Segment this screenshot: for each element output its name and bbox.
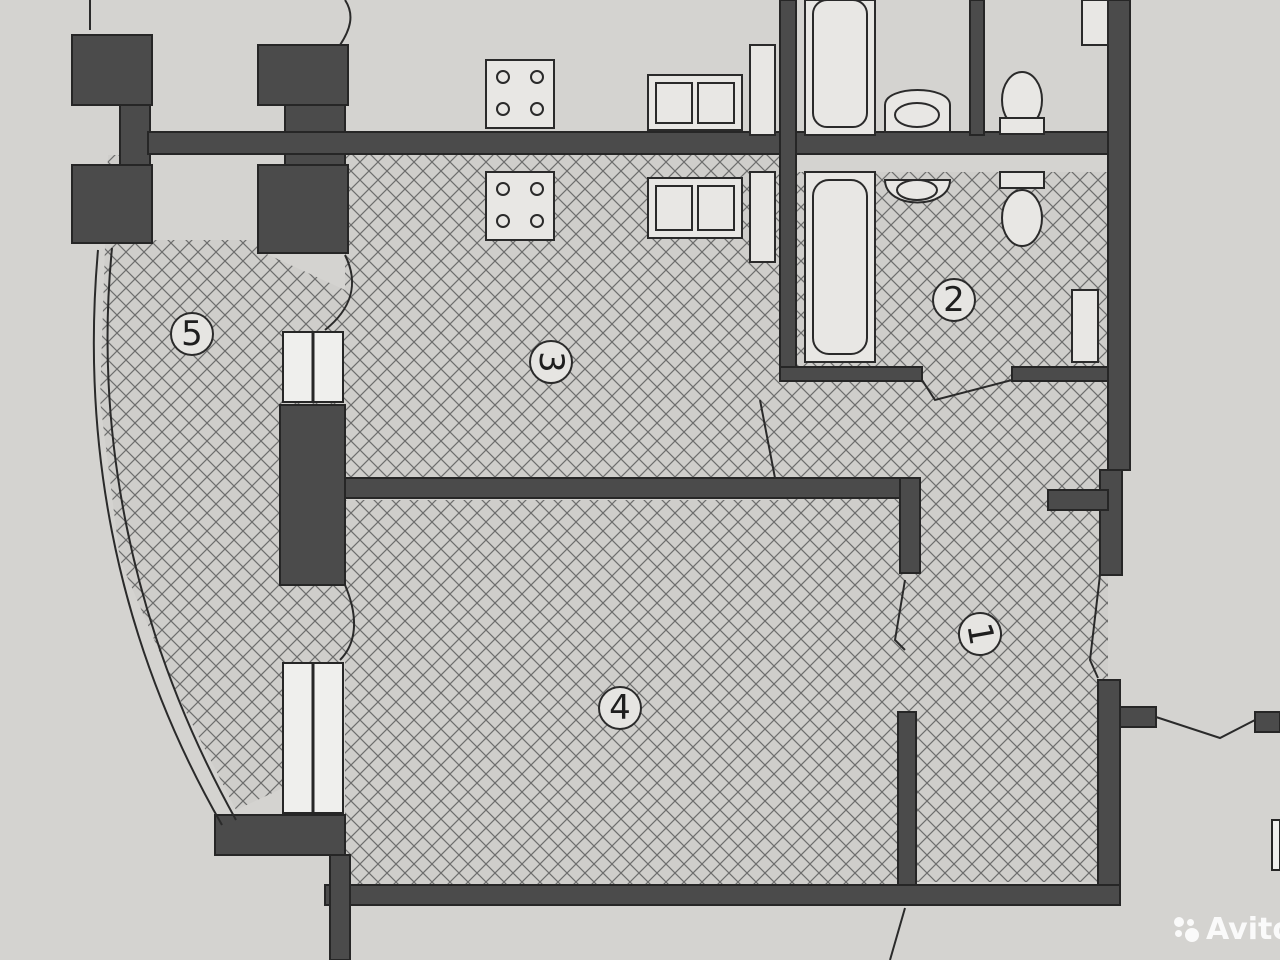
avito-logo-icon [1172, 915, 1202, 945]
avito-watermark: Avito [1172, 912, 1280, 947]
upper-cabinet [1081, 0, 1109, 46]
watermark-text: Avito [1206, 912, 1280, 947]
door-swings [324, 0, 1256, 960]
washbasin-lower [883, 179, 952, 204]
walls [71, 0, 1280, 960]
bathtub-upper [804, 0, 876, 136]
room-number-3: 3 [529, 340, 573, 384]
room-number-4: 4 [598, 686, 642, 730]
room-number-2: 2 [932, 278, 976, 322]
washbasin-upper [884, 89, 951, 133]
sink-upper [647, 44, 776, 136]
floor-areas [100, 155, 1108, 885]
bathtub-lower [804, 171, 876, 363]
windows [282, 0, 1280, 871]
room-5-floor [100, 155, 345, 810]
stove-lower [485, 171, 555, 241]
bath-cabinet [1071, 289, 1099, 363]
stove-upper [485, 59, 555, 129]
toilet-lower [999, 171, 1045, 247]
sink-lower [647, 171, 776, 263]
toilet-upper [999, 71, 1045, 135]
room-number-5: 5 [170, 312, 214, 356]
balcony-edge [89, 0, 237, 826]
